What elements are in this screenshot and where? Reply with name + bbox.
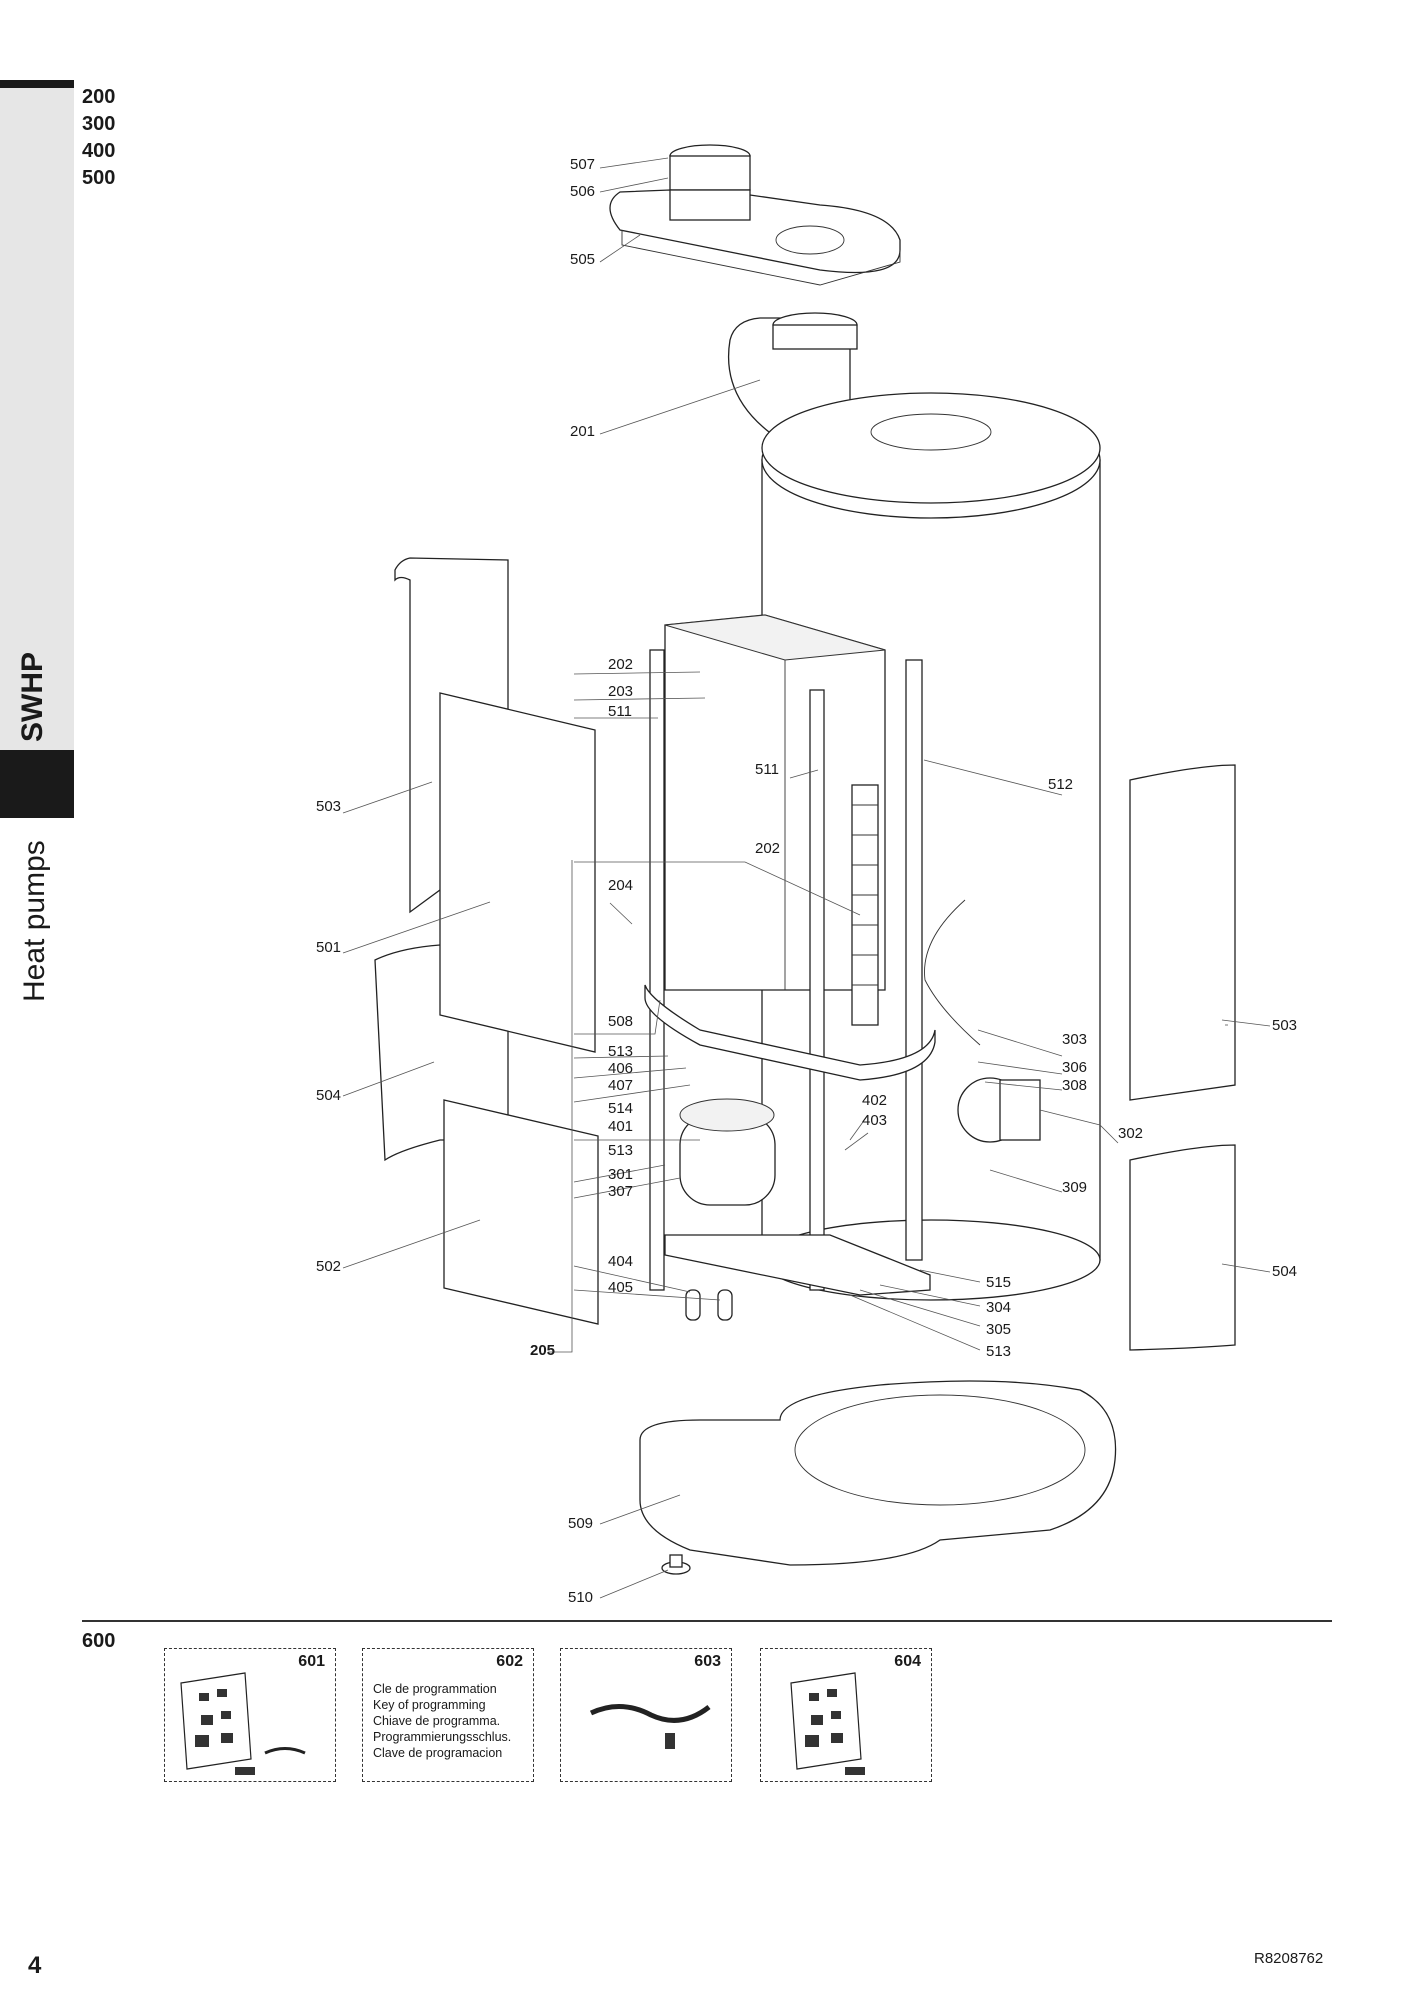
- kit-text-line: Cle de programmation: [373, 1682, 497, 1696]
- callout-402: 402: [862, 1092, 887, 1109]
- cable-icon: [589, 1703, 711, 1749]
- compressor-401: [679, 1098, 776, 1206]
- callout-303: 303: [1062, 1031, 1087, 1048]
- callout-405: 405: [608, 1279, 633, 1296]
- callout-511: 511: [755, 761, 779, 778]
- leader-lines: [342, 157, 1271, 1599]
- band-508: [644, 984, 936, 1081]
- kit-602: 602 Cle de programmation Key of programm…: [362, 1648, 534, 1782]
- section-divider: [82, 1620, 1332, 1622]
- section-600-label: 600: [82, 1630, 116, 1652]
- callout-304: 304: [986, 1299, 1011, 1316]
- pump-302: [957, 1077, 1041, 1143]
- callout-401: 401: [608, 1118, 633, 1135]
- upright-511-left: [649, 649, 665, 1291]
- model-number: 400: [82, 140, 116, 162]
- exploded-view-diagram: 507 506 505 201 202 203 511 511 512 503 …: [316, 144, 1297, 1606]
- callout-406: 406: [608, 1060, 633, 1077]
- callout-505: 505: [570, 251, 595, 268]
- front-panel-502: [443, 1099, 599, 1325]
- kit-number: 603: [694, 1653, 721, 1670]
- callout-513: 513: [986, 1343, 1011, 1360]
- kit-text-line: Key of programming: [373, 1698, 486, 1712]
- callout-510: 510: [568, 1589, 593, 1606]
- sidebar-top-bar: [0, 80, 74, 88]
- kit-description: Cle de programmation Key of programming …: [373, 1681, 511, 1761]
- callout-301: 301: [608, 1166, 633, 1183]
- kit-604: 604: [760, 1648, 932, 1782]
- callout-403: 403: [862, 1112, 887, 1129]
- callout-labels: 507 506 505 201 202 203 511 511 512 503 …: [316, 156, 1297, 1606]
- kit-601: 601: [164, 1648, 336, 1782]
- callout-201: 201: [570, 423, 595, 440]
- circuit-board-icon: [790, 1672, 865, 1775]
- upright-511-right: [809, 689, 825, 1291]
- callout-514: 514: [608, 1100, 633, 1117]
- sidebar-black-tab: [0, 750, 74, 818]
- callout-502: 502: [316, 1258, 341, 1275]
- kit-number: 602: [496, 1653, 523, 1670]
- kit-number: 604: [894, 1653, 921, 1670]
- kit-text-line: Chiave de programma.: [373, 1714, 501, 1728]
- kit-603: 603: [560, 1648, 732, 1782]
- callout-511: 511: [608, 703, 632, 720]
- callout-204: 204: [608, 877, 633, 894]
- callout-305: 305: [986, 1321, 1011, 1338]
- callout-308: 308: [1062, 1077, 1087, 1094]
- callout-513: 513: [608, 1043, 633, 1060]
- kit-number: 601: [298, 1653, 325, 1670]
- base-509: [639, 1380, 1117, 1566]
- model-number: 200: [82, 86, 116, 108]
- shell-panel-503-right: [1129, 764, 1236, 1101]
- callout-302: 302: [1118, 1125, 1143, 1142]
- callout-512: 512: [1048, 776, 1073, 793]
- callout-203: 203: [608, 683, 633, 700]
- callout-503: 503: [1272, 1017, 1297, 1034]
- callout-307: 307: [608, 1183, 633, 1200]
- sidebar-gray-band: [0, 88, 74, 750]
- callout-508: 508: [608, 1013, 633, 1030]
- callout-504: 504: [1272, 1263, 1297, 1280]
- kit-text-line: Programmierungsschlus.: [373, 1730, 512, 1744]
- evaporator-housing: [664, 614, 886, 991]
- kit-text-line: Clave de programacion: [373, 1746, 503, 1760]
- callout-513: 513: [608, 1142, 633, 1159]
- callout-202: 202: [608, 656, 633, 673]
- model-number: 300: [82, 113, 116, 135]
- model-number: 500: [82, 167, 116, 189]
- filter-405: [717, 1289, 733, 1321]
- duct-cover-assembly: [609, 144, 901, 286]
- callout-309: 309: [1062, 1179, 1087, 1196]
- base-plate: [664, 1234, 931, 1296]
- coil-202: [851, 784, 879, 1026]
- shell-panel-504-right: [1129, 1144, 1236, 1351]
- callout-202: 202: [755, 840, 780, 857]
- callout-509: 509: [568, 1515, 593, 1532]
- callout-501: 501: [316, 939, 341, 956]
- page-number: 4: [28, 1952, 42, 1979]
- callout-503: 503: [316, 798, 341, 815]
- callout-515: 515: [986, 1274, 1011, 1291]
- callout-504: 504: [316, 1087, 341, 1104]
- callout-205: 205: [530, 1342, 555, 1359]
- front-panel-501: [439, 692, 596, 1053]
- model-list: 200 300 400 500: [82, 84, 115, 192]
- foot-510: [661, 1554, 691, 1575]
- circuit-board-icon: [180, 1672, 306, 1775]
- filter-404: [685, 1289, 701, 1321]
- callout-306: 306: [1062, 1059, 1087, 1076]
- pipe-303: [924, 899, 981, 1046]
- callout-507: 507: [570, 156, 595, 173]
- callout-407: 407: [608, 1077, 633, 1094]
- callout-404: 404: [608, 1253, 633, 1270]
- upright-512: [905, 659, 923, 1261]
- document-reference: R8208762: [1254, 1950, 1324, 1967]
- callout-506: 506: [570, 183, 595, 200]
